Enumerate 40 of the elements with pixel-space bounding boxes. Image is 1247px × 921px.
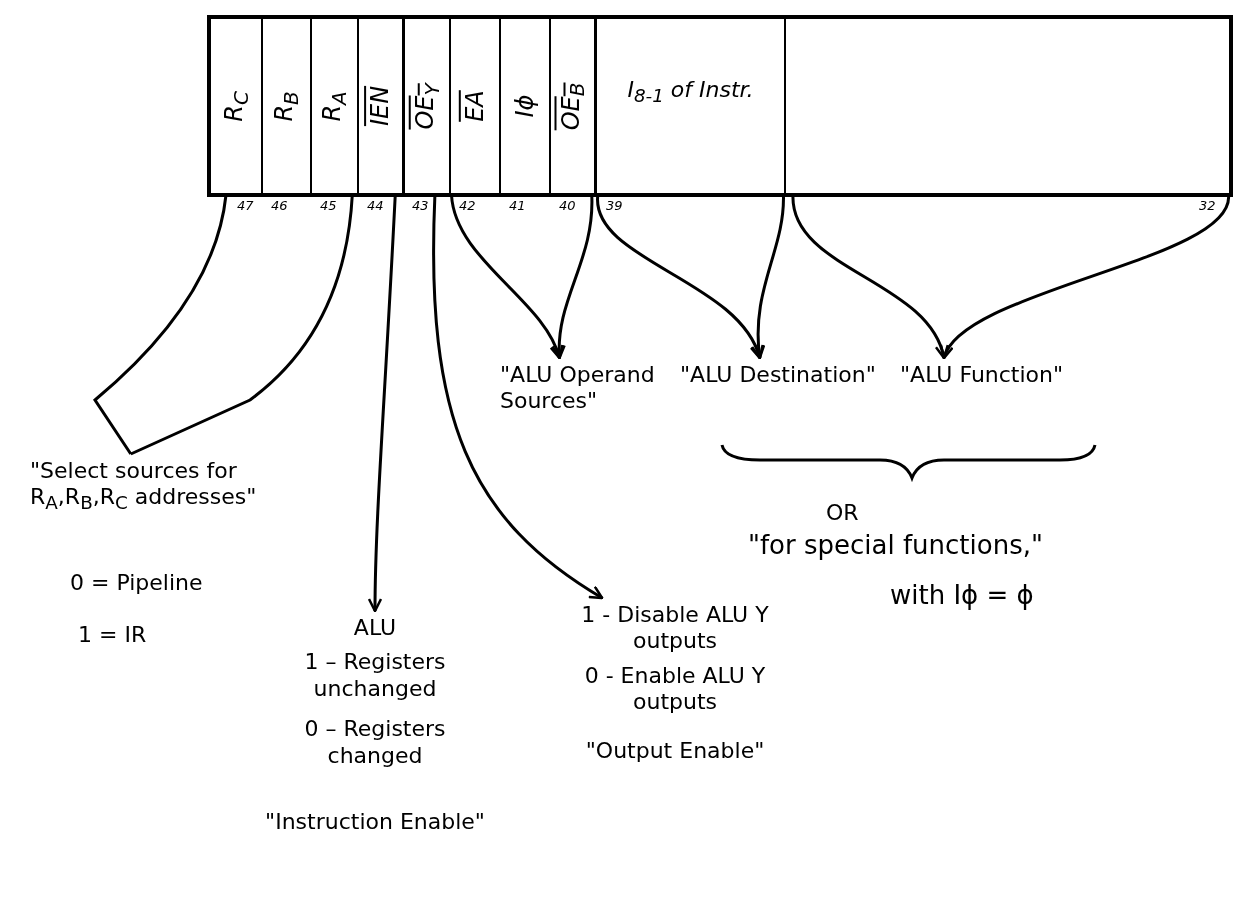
annotation-text: with Iϕ = ϕ	[890, 580, 1034, 612]
annotation-text: 1 = IR	[78, 622, 147, 649]
register-field	[310, 19, 357, 197]
field-label: EA	[461, 90, 489, 122]
bit-number: 40	[559, 198, 576, 213]
arrow	[552, 195, 594, 360]
bit-number: 32	[1199, 198, 1216, 213]
register-field	[402, 19, 449, 197]
annotation-text: ALU	[353, 615, 397, 642]
instruction-register	[207, 15, 1233, 197]
annotation-text: 1 – Registers unchanged	[303, 649, 447, 703]
field-label: I$_{8-1}$ of Instr.	[627, 77, 754, 108]
annotation-text: 0 – Registers changed	[303, 716, 447, 769]
bit-number: 45	[320, 198, 337, 213]
annotation-text: OR	[826, 500, 859, 527]
register-field	[594, 19, 784, 197]
register-field	[261, 19, 310, 197]
annotation-text: "Output Enable"	[585, 737, 765, 764]
annotation-text: "ALU Destination"	[680, 362, 890, 389]
field-label: Iϕ	[511, 94, 539, 118]
bit-number: 47	[237, 198, 254, 213]
annotation-text: 1 - Disable ALU Y outputs	[580, 602, 770, 655]
register-field	[499, 19, 549, 197]
annotation-text: "ALU Function"	[900, 362, 1120, 389]
annotation-text: "Instruction Enable"	[265, 808, 485, 836]
bit-number: 43	[412, 198, 429, 213]
annotation-text: "Select sources for R$_{A}$,R$_{B}$,R$_{C}$ addresses"	[30, 458, 270, 515]
annotation-text: "ALU Operand Sources"	[500, 362, 675, 415]
annotation-text: 0 = Pipeline	[70, 570, 203, 597]
bit-number: 44	[367, 198, 384, 213]
register-field	[449, 19, 499, 197]
bit-number: 39	[606, 198, 623, 213]
bit-number: 46	[271, 198, 288, 213]
annotation-text: 0 - Enable ALU Y outputs	[583, 662, 767, 716]
bit-number: 42	[459, 198, 476, 213]
bit-number: 41	[509, 198, 526, 213]
annotation-text: "for special functions,"	[748, 530, 1043, 562]
register-field	[549, 19, 594, 197]
field-label: IEN	[366, 85, 395, 127]
register-field	[357, 19, 402, 197]
